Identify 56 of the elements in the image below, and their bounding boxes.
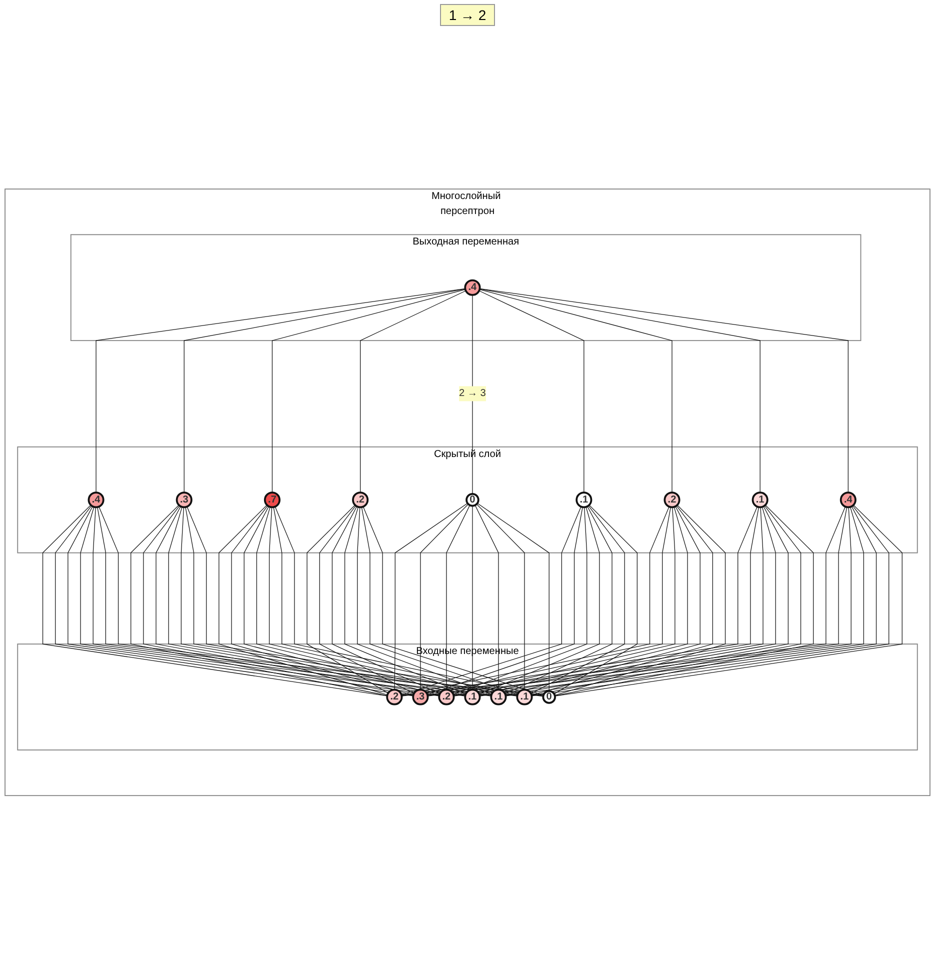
connector	[244, 506, 440, 696]
connector	[394, 503, 468, 690]
node-circle: .1	[464, 688, 481, 706]
connector	[479, 506, 688, 696]
node-circle: .3	[412, 688, 429, 706]
connector	[453, 507, 588, 695]
connector	[476, 504, 525, 690]
connector	[231, 506, 414, 696]
connector	[472, 294, 473, 494]
connector	[332, 506, 440, 694]
node-circle: .2	[438, 688, 455, 706]
node-circle: 0	[542, 690, 556, 704]
layer-connection-label: 1 → 2	[440, 4, 496, 26]
connector	[446, 505, 470, 690]
connector	[479, 289, 672, 494]
connector	[531, 506, 713, 696]
node-circle: .1	[516, 688, 533, 706]
connector	[554, 504, 726, 696]
connector	[477, 503, 550, 692]
connector	[474, 505, 499, 690]
connector	[420, 504, 469, 690]
connector	[479, 288, 760, 494]
node-circle: .4	[88, 492, 104, 508]
edge-label: 2 → 3	[459, 388, 486, 399]
connector	[96, 288, 466, 494]
node-circle: .2	[386, 688, 403, 706]
node-circle: .2	[352, 492, 369, 508]
connector	[530, 506, 625, 694]
node-circle: .1	[576, 492, 592, 508]
connector	[357, 507, 492, 695]
connector	[472, 506, 473, 690]
node-circle: .1	[490, 688, 507, 706]
connector	[319, 506, 414, 694]
node-circle: 0	[466, 493, 480, 507]
node-circle: .2	[664, 492, 680, 508]
connector	[360, 290, 466, 494]
node-circle: .4	[840, 492, 856, 508]
connector	[478, 506, 600, 695]
node-circle: .3	[176, 492, 192, 508]
connector	[184, 288, 466, 494]
connector	[401, 506, 582, 696]
connector	[344, 506, 466, 695]
connector	[554, 504, 638, 694]
connector	[256, 506, 466, 696]
connector	[362, 506, 544, 696]
node-circle: .7	[264, 492, 280, 508]
connector	[505, 506, 700, 696]
connector	[272, 289, 466, 494]
connector	[218, 504, 388, 696]
connector	[306, 504, 388, 694]
connector	[427, 506, 583, 696]
node-circle: .4	[464, 280, 481, 296]
connector	[478, 290, 584, 494]
connector	[504, 506, 612, 694]
node-circle: .1	[752, 492, 768, 508]
connector	[479, 288, 848, 494]
